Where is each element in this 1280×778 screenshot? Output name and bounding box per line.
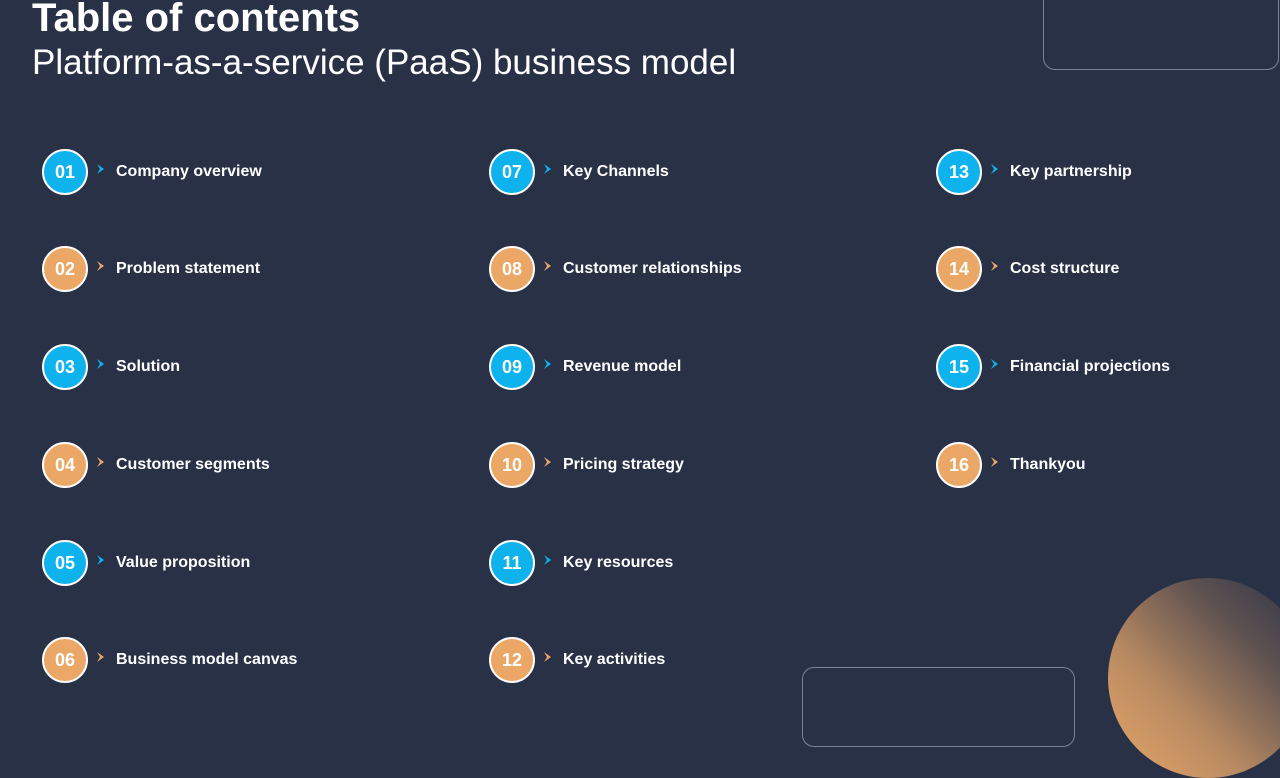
toc-number-badge: 01 [42,149,88,195]
toc-item[interactable]: 02 Problem statement [42,246,260,292]
toc-item-label: Key partnership [1010,163,1132,180]
chevron-right-icon [544,457,551,467]
toc-item[interactable]: 08 Customer relationships [489,246,742,292]
chevron-right-icon [544,555,551,565]
chevron-right-icon [97,652,104,662]
page-subtitle: Platform-as-a-service (PaaS) business mo… [32,43,737,82]
decorative-frame-top [1043,0,1279,70]
toc-item-label: Key activities [563,651,666,668]
toc-item[interactable]: 01 Company overview [42,149,262,195]
toc-number-badge: 10 [489,442,535,488]
toc-item-label: Pricing strategy [563,456,684,473]
toc-item[interactable]: 09 Revenue model [489,344,681,390]
chevron-right-icon [991,457,998,467]
toc-item[interactable]: 16 Thankyou [936,442,1086,488]
toc-item[interactable]: 15 Financial projections [936,344,1170,390]
toc-number-badge: 14 [936,246,982,292]
toc-number-badge: 06 [42,637,88,683]
toc-item[interactable]: 05 Value proposition [42,540,250,586]
toc-item-label: Company overview [116,163,262,180]
chevron-right-icon [97,555,104,565]
toc-item-label: Cost structure [1010,260,1120,277]
decorative-frame-bottom [802,667,1075,747]
toc-number-badge: 08 [489,246,535,292]
toc-number-badge: 16 [936,442,982,488]
chevron-right-icon [544,359,551,369]
chevron-right-icon [991,261,998,271]
toc-item[interactable]: 12 Key activities [489,637,665,683]
toc-number-badge: 13 [936,149,982,195]
chevron-right-icon [544,652,551,662]
page-title: Table of contents [32,0,361,40]
toc-item-label: Thankyou [1010,456,1086,473]
toc-item[interactable]: 11 Key resources [489,540,673,586]
toc-number-badge: 07 [489,149,535,195]
toc-item-label: Customer relationships [563,260,742,277]
chevron-right-icon [991,164,998,174]
toc-item-label: Customer segments [116,456,270,473]
toc-number-badge: 03 [42,344,88,390]
chevron-right-icon [97,359,104,369]
chevron-right-icon [97,261,104,271]
toc-number-badge: 15 [936,344,982,390]
toc-number-badge: 05 [42,540,88,586]
toc-item[interactable]: 03 Solution [42,344,180,390]
chevron-right-icon [544,261,551,271]
toc-item-label: Problem statement [116,260,261,277]
toc-item[interactable]: 04 Customer segments [42,442,270,488]
toc-number-badge: 02 [42,246,88,292]
toc-item-label: Value proposition [116,554,251,571]
decorative-gradient-circle [1108,578,1280,778]
toc-item[interactable]: 07 Key Channels [489,149,669,195]
toc-number-badge: 11 [489,540,535,586]
toc-item[interactable]: 14 Cost structure [936,246,1119,292]
toc-item[interactable]: 10 Pricing strategy [489,442,684,488]
chevron-right-icon [991,359,998,369]
chevron-right-icon [544,164,551,174]
toc-item-label: Business model canvas [116,651,298,668]
toc-item[interactable]: 06 Business model canvas [42,637,297,683]
chevron-right-icon [97,457,104,467]
toc-item-label: Key resources [563,554,674,571]
toc-item-label: Revenue model [563,358,682,375]
toc-number-badge: 12 [489,637,535,683]
toc-number-badge: 04 [42,442,88,488]
toc-item-label: Financial projections [1010,358,1171,375]
toc-item-label: Solution [116,358,180,375]
toc-number-badge: 09 [489,344,535,390]
chevron-right-icon [97,164,104,174]
toc-item[interactable]: 13 Key partnership [936,149,1132,195]
toc-item-label: Key Channels [563,163,669,180]
